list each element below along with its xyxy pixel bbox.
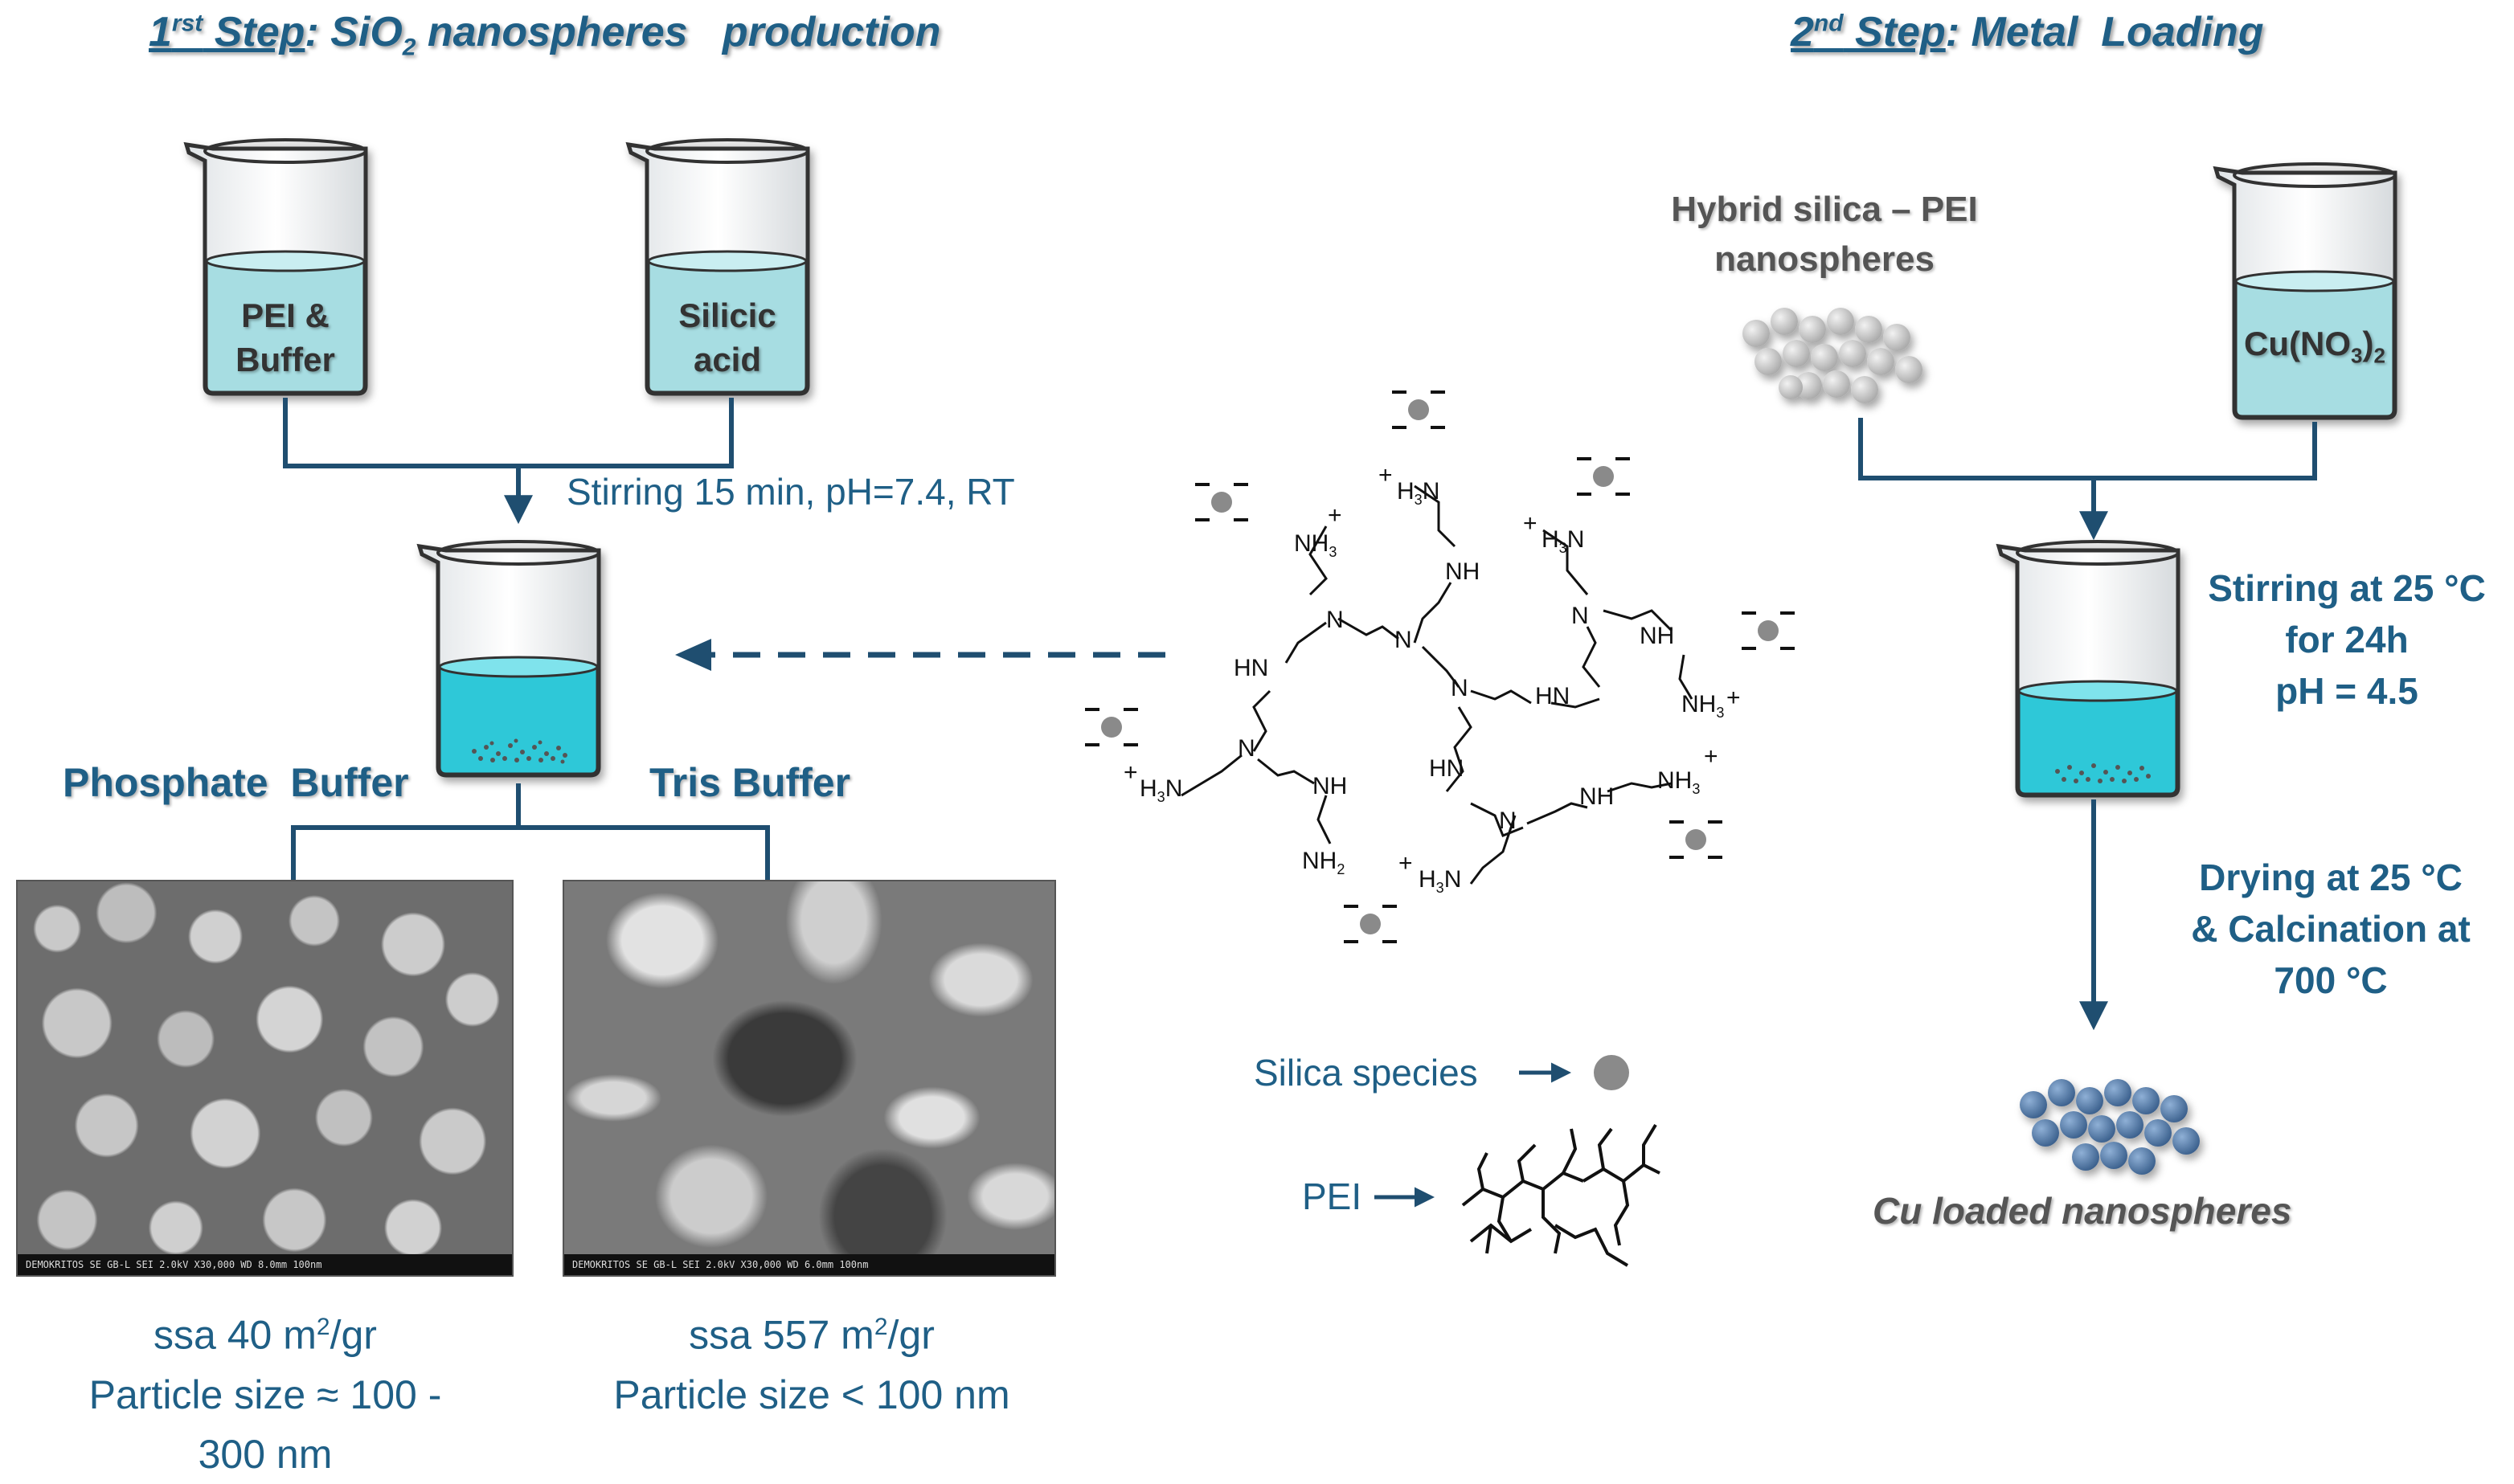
atom-n-b: N <box>1238 735 1255 762</box>
phosphate-size-line1: Particle size ≈ 100 - <box>88 1372 442 1417</box>
silica-species-dots <box>1101 399 1779 934</box>
beaker-silicic-acid <box>625 138 810 396</box>
cu-loaded-label: Cu loaded nanospheres <box>1873 1190 2292 1232</box>
plus-b: + <box>1124 759 1138 786</box>
atom-hn-c: HN <box>1535 683 1570 709</box>
atom-nh-a: NH <box>1312 773 1348 799</box>
atom-n-e: N <box>1571 603 1589 629</box>
tris-size-line1: Particle size < 100 nm <box>613 1372 1010 1417</box>
legend-pei <box>1374 1123 1660 1267</box>
atom-n-f: N <box>1499 807 1517 834</box>
beaker-silicic-acid-label: Silicic acid <box>678 296 776 378</box>
hybrid-silica-label: Hybrid silica – PEI nanospheres <box>1671 190 1978 279</box>
atom-nh-b: NH <box>1445 558 1480 585</box>
beaker-copper-nitrate <box>2213 162 2397 420</box>
atom-nh-c: NH <box>1640 623 1675 649</box>
atom-h3n-a: H3N <box>1140 775 1183 805</box>
atom-h3n-d: H3N <box>1419 866 1462 896</box>
atom-n-a: N <box>1326 607 1344 633</box>
connector-step2 <box>1858 418 2317 1031</box>
beaker-pei-buffer-label: PEI & Buffer <box>235 296 335 378</box>
plus-f: + <box>1704 743 1718 770</box>
tris-ssa: ssa 557 m2/gr <box>689 1312 935 1358</box>
plus-e: + <box>1726 685 1741 711</box>
atom-hn-a: HN <box>1234 655 1269 681</box>
step2-title: 2nd Step: Metal Loading <box>1791 9 2264 55</box>
phosphate-size-line2: 300 nm <box>198 1431 333 1477</box>
atom-nh2-a: NH2 <box>1302 848 1345 877</box>
plus-d: + <box>1523 510 1537 537</box>
atom-h3n-c: H3N <box>1542 526 1585 556</box>
step1-title: 1rst Step: SiO2 nanospheres production <box>149 9 941 61</box>
plus-c: + <box>1378 462 1393 489</box>
legend-silica <box>1519 1055 1629 1090</box>
legend-pei-label: PEI <box>1302 1175 1362 1217</box>
negative-charges <box>1085 390 1795 943</box>
atom-n-c: N <box>1394 627 1412 653</box>
drying-condition: Drying at 25 °C & Calcination at 700 °C <box>2191 856 2471 1001</box>
beaker-pei-buffer <box>183 138 368 396</box>
beaker-copper-nitrate-label: Cu(NO3)2 <box>2244 325 2385 368</box>
stirring-condition-step2: Stirring at 25 °C for 24h pH = 4.5 <box>2208 567 2486 712</box>
dashed-arrow <box>675 639 1165 671</box>
beaker-mixing-step2 <box>1996 540 2180 798</box>
atom-nh-e: NH <box>1579 783 1615 810</box>
atom-nh3-b: NH3 <box>1681 691 1725 721</box>
plus-g: + <box>1398 850 1413 877</box>
tris-results: ssa 557 m2/gr Particle size < 100 nm <box>563 1298 1061 1425</box>
phosphate-buffer-label: Phosphate Buffer <box>63 760 409 805</box>
atom-nh3-a: NH3 <box>1294 530 1337 560</box>
atom-h3n-b: H3N <box>1397 478 1440 508</box>
beaker-mixing-step1 <box>416 540 601 778</box>
cu-loaded-spheres <box>2020 1079 2200 1175</box>
hybrid-silica-spheres <box>1742 308 1922 403</box>
sem-image-tris: DEMOKRITOS SE GB-L SEI 2.0kV X30,000 WD … <box>563 880 1056 1277</box>
atom-n-d: N <box>1451 675 1468 701</box>
split-connector <box>291 783 770 880</box>
legend-silica-label: Silica species <box>1254 1052 1478 1094</box>
connector-step1 <box>283 398 734 525</box>
sem-image-phosphate: DEMOKRITOS SE GB-L SEI 2.0kV X30,000 WD … <box>16 880 514 1277</box>
atom-nh3-c: NH3 <box>1657 767 1701 797</box>
phosphate-ssa: ssa 40 m2/gr <box>154 1312 377 1358</box>
tris-buffer-label: Tris Buffer <box>649 760 851 805</box>
sem-caption-phosphate: DEMOKRITOS SE GB-L SEI 2.0kV X30,000 WD … <box>18 1254 512 1275</box>
phosphate-results: ssa 40 m2/gr Particle size ≈ 100 - 300 n… <box>32 1298 498 1484</box>
plus-a: + <box>1328 502 1342 529</box>
sem-caption-tris: DEMOKRITOS SE GB-L SEI 2.0kV X30,000 WD … <box>564 1254 1054 1275</box>
atom-hn-b: HN <box>1429 755 1464 782</box>
stirring-condition-step1: Stirring 15 min, pH=7.4, RT <box>567 471 1015 513</box>
pei-molecule <box>1181 484 1693 885</box>
